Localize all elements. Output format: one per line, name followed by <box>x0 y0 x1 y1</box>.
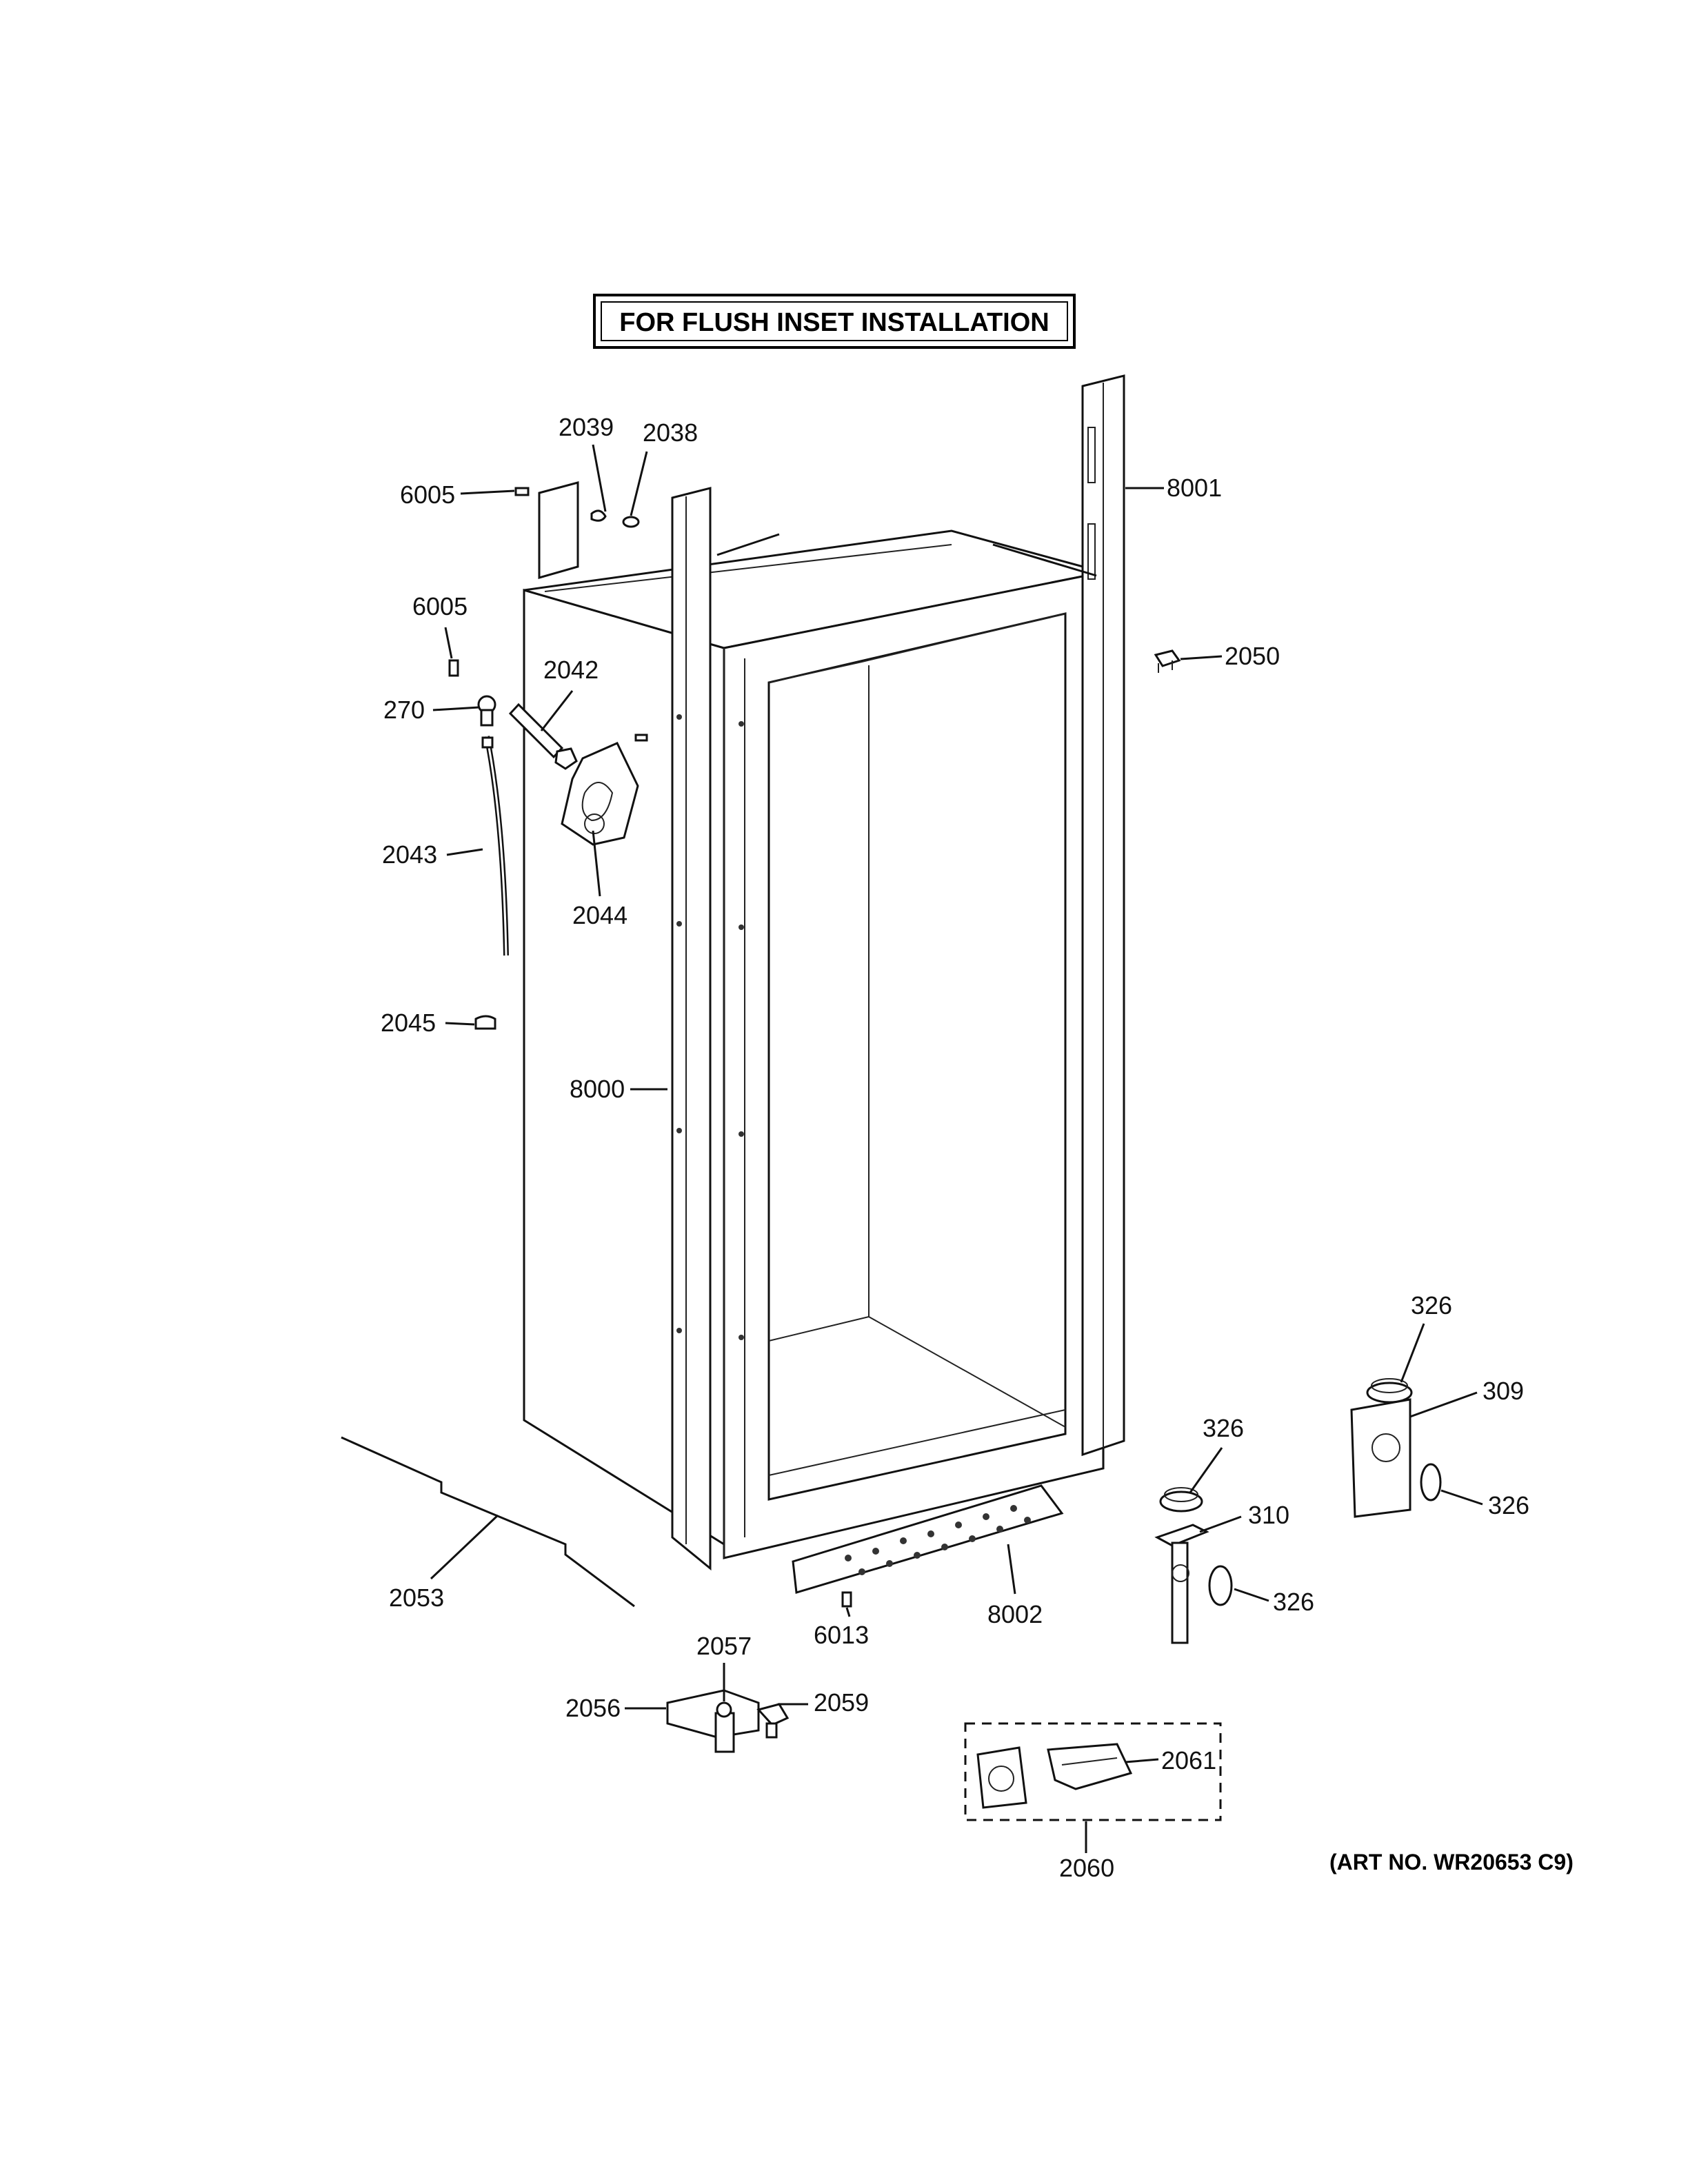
label-2060: 2060 <box>1059 1854 1114 1882</box>
label-8000: 8000 <box>570 1075 625 1103</box>
left-trim-strip <box>671 487 744 1571</box>
label-2042: 2042 <box>543 656 599 684</box>
label-2059: 2059 <box>814 1688 869 1717</box>
label-326-top: 326 <box>1411 1291 1452 1320</box>
label-2045: 2045 <box>381 1009 436 1037</box>
label-2044: 2044 <box>572 901 627 929</box>
label-309: 309 <box>1483 1377 1524 1405</box>
top-bracket <box>538 481 1097 579</box>
label-8002: 8002 <box>987 1600 1043 1628</box>
callout-labels: 6005 2039 2038 8001 6005 2042 270 2050 2… <box>381 413 1529 1882</box>
label-2053: 2053 <box>389 1584 444 1612</box>
label-8001: 8001 <box>1167 474 1222 502</box>
label-2057: 2057 <box>696 1632 752 1660</box>
label-2056: 2056 <box>565 1694 621 1722</box>
cabinet-enclosure <box>523 529 1105 1559</box>
label-2043: 2043 <box>382 840 437 869</box>
diagram-title: FOR FLUSH INSET INSTALLATION <box>619 308 1049 337</box>
leader-lines <box>430 444 1483 1853</box>
label-6005-left: 6005 <box>412 592 468 620</box>
bottom-bracket <box>666 1689 790 1753</box>
art-number: (ART NO. WR20653 C9) <box>1329 1850 1574 1874</box>
label-2061: 2061 <box>1161 1746 1216 1775</box>
title-box: FOR FLUSH INSET INSTALLATION <box>593 294 1076 349</box>
right-trim-strip <box>1081 374 1125 1457</box>
label-2039: 2039 <box>559 413 614 441</box>
label-310: 310 <box>1248 1501 1289 1529</box>
fasteners-top <box>514 487 640 528</box>
label-2050: 2050 <box>1225 642 1280 670</box>
hinge-assembly-309 <box>1350 1378 1442 1518</box>
label-326-mid: 326 <box>1203 1414 1244 1442</box>
label-2038: 2038 <box>643 418 698 447</box>
left-components <box>448 649 1181 1030</box>
kit-2060-box <box>964 1722 1222 1821</box>
base-grille <box>792 1484 1064 1608</box>
label-326-lower: 326 <box>1273 1588 1314 1616</box>
label-6005-top: 6005 <box>400 481 455 509</box>
label-326-right: 326 <box>1488 1491 1529 1519</box>
label-6013: 6013 <box>814 1621 869 1649</box>
hinge-assembly-310 <box>1154 1487 1233 1644</box>
label-270: 270 <box>383 696 425 724</box>
floor-profile <box>341 1436 635 1608</box>
